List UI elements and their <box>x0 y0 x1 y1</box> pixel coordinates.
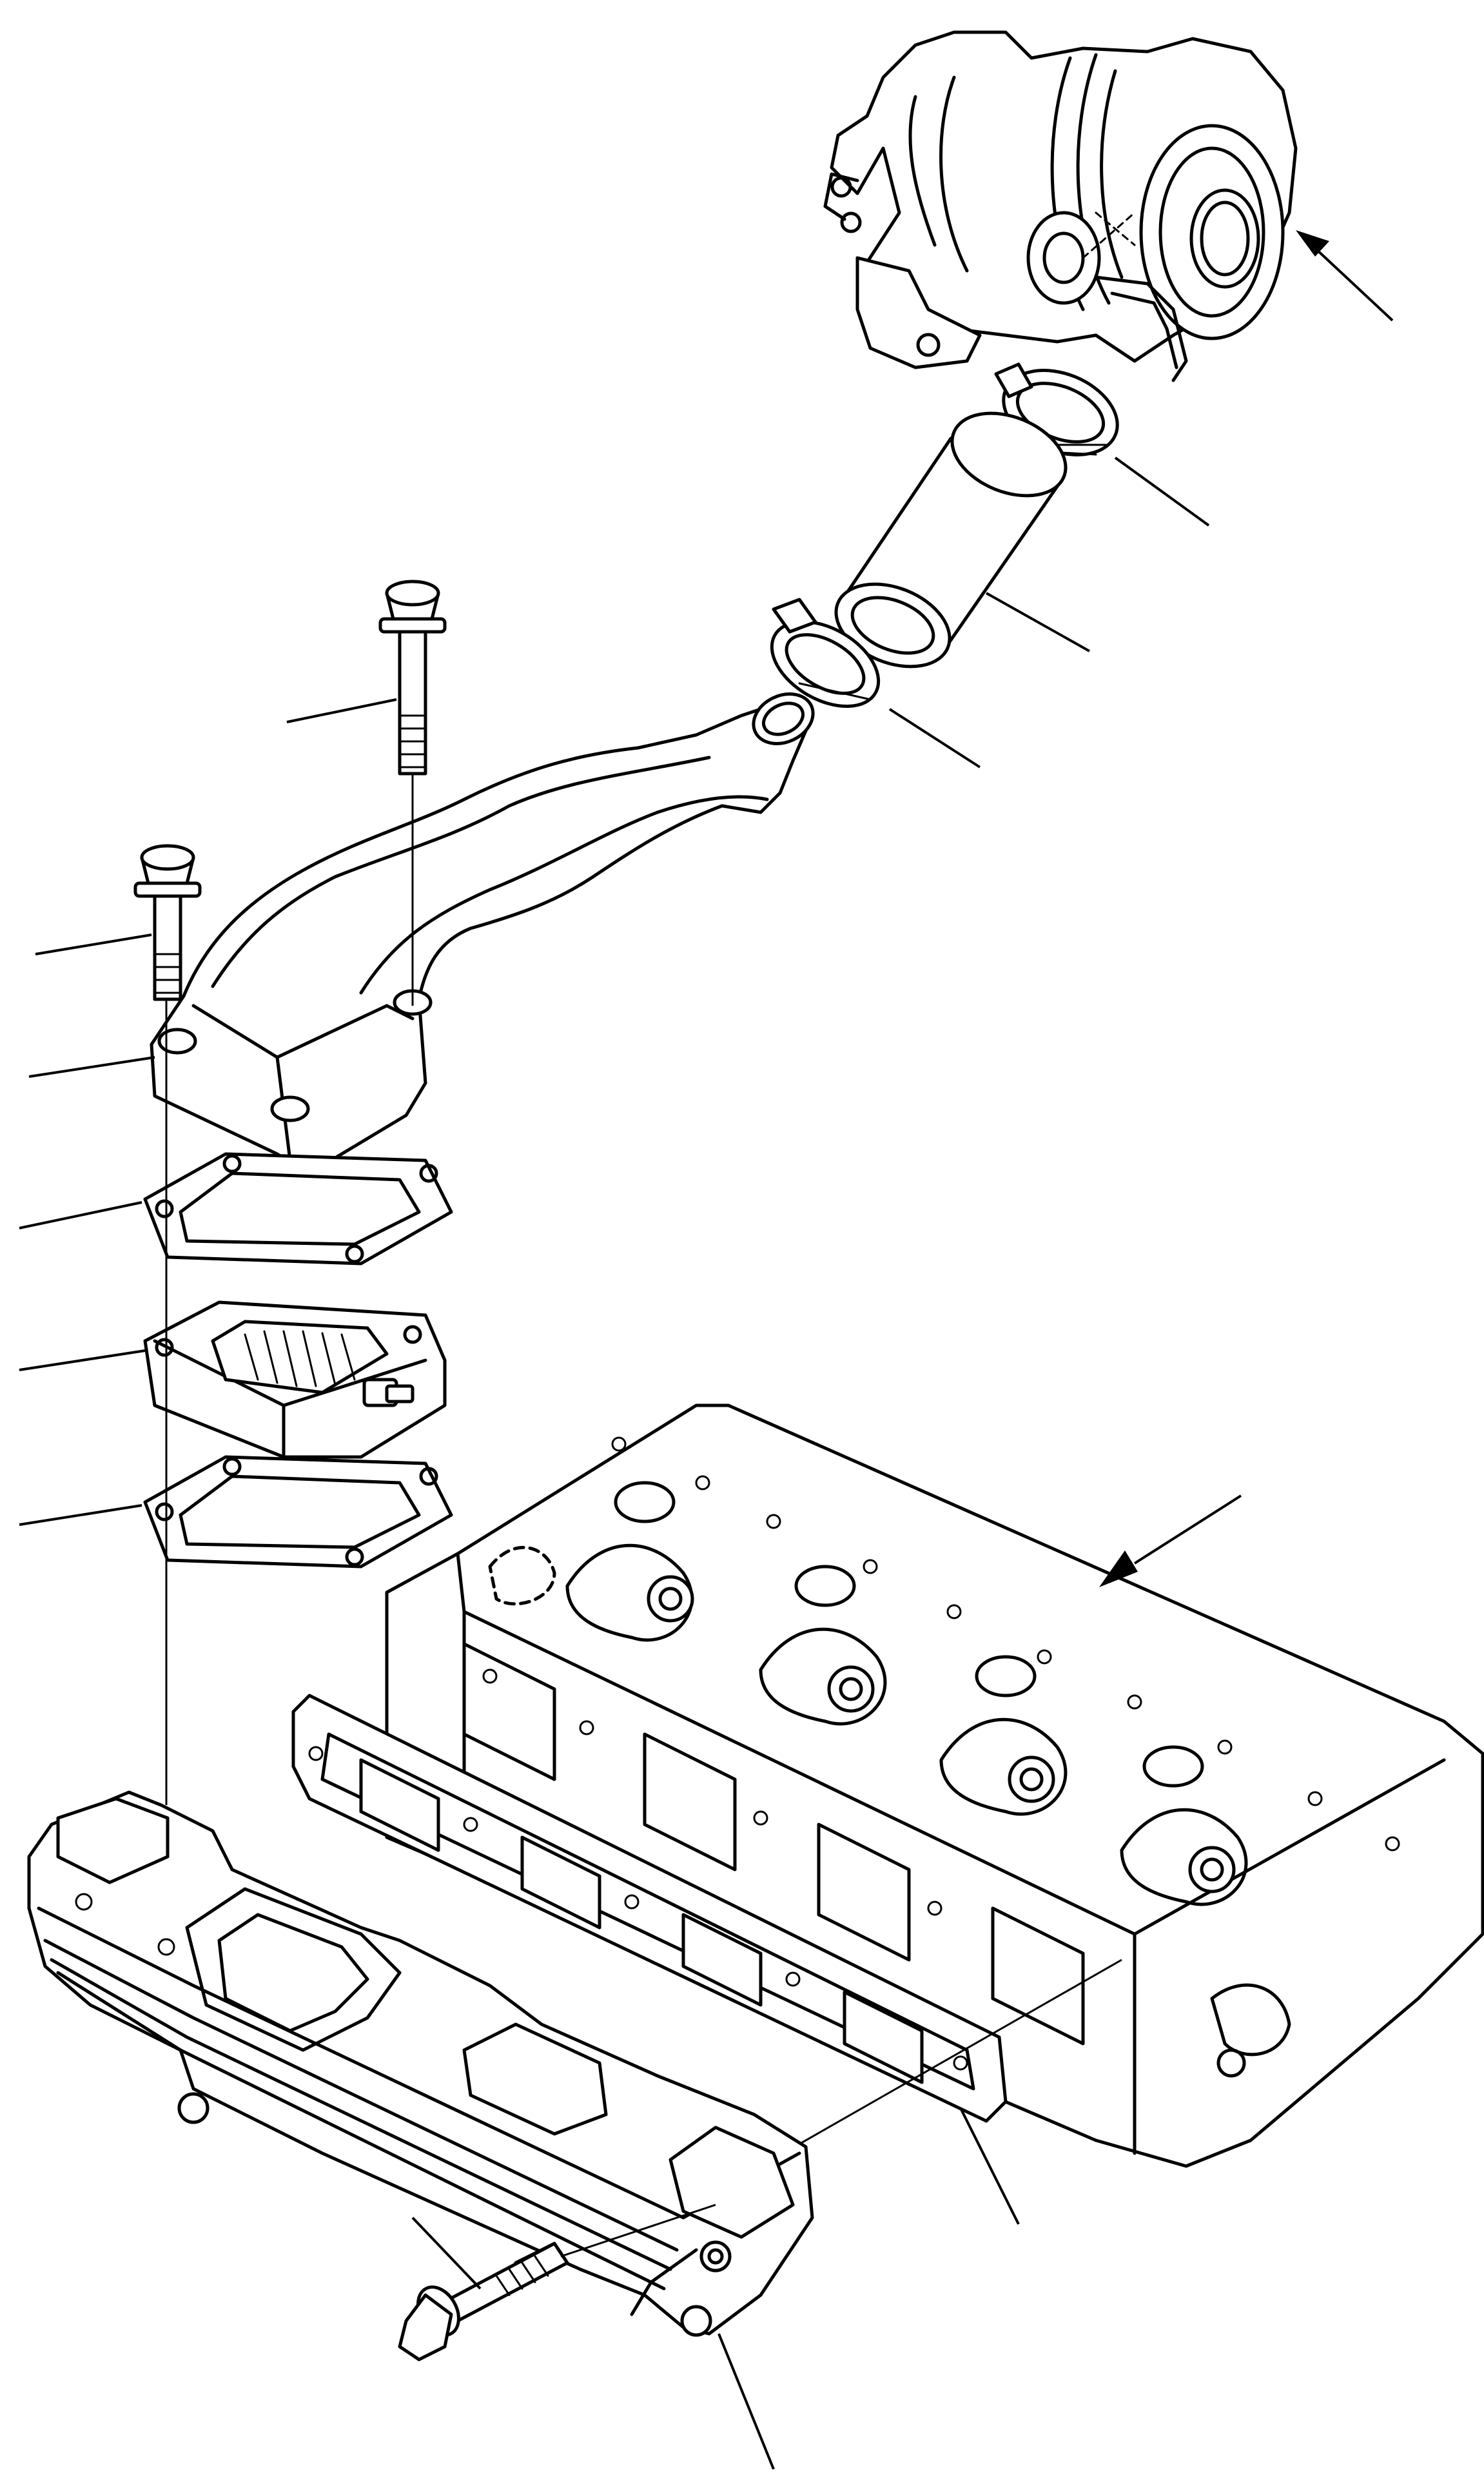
gasket-upper-icon <box>143 1152 453 1266</box>
bolt-short-icon <box>133 844 202 1001</box>
manifold-bolt-icon <box>398 2242 569 2361</box>
manifold-bolt-leader <box>411 2216 482 2290</box>
rubber-hose-leader <box>986 592 1090 652</box>
intake-air-heater-icon <box>143 1300 447 1459</box>
intake-elbow-pipe-icon <box>150 692 815 1175</box>
hose-clamp-upper-leader <box>1114 456 1210 527</box>
gasket-lower-leader <box>19 1504 142 1526</box>
bolt-long-leader <box>286 698 397 723</box>
gasket-lower-icon <box>143 1455 453 1569</box>
intake-air-heater-leader <box>19 1349 146 1371</box>
bolt-short-leader <box>35 933 152 955</box>
turbocharger-icon <box>823 30 1298 382</box>
manifold-gasket-icon <box>291 1694 1008 2123</box>
intake-manifold-leader <box>718 2333 775 2470</box>
hose-clamp-lower-leader <box>888 708 981 768</box>
gasket-upper-leader <box>19 1201 142 1229</box>
hose-clamp-lower-icon <box>770 598 881 709</box>
cylinder-head-leader-arrow <box>1099 1494 1242 1587</box>
bolt-long-icon <box>378 580 447 776</box>
cylinder-head-icon <box>385 1403 1484 2168</box>
intake-manifold-icon <box>27 1790 814 2337</box>
assembly-centerlines <box>165 774 414 1805</box>
intake-elbow-pipe-leader <box>28 1056 155 1078</box>
manifold-gasket-leader <box>959 2107 1020 2225</box>
rubber-hose-icon <box>834 411 1068 669</box>
manifold-bolt-centerline <box>560 2204 716 2258</box>
turbocharger-leader-arrow <box>1296 230 1394 322</box>
